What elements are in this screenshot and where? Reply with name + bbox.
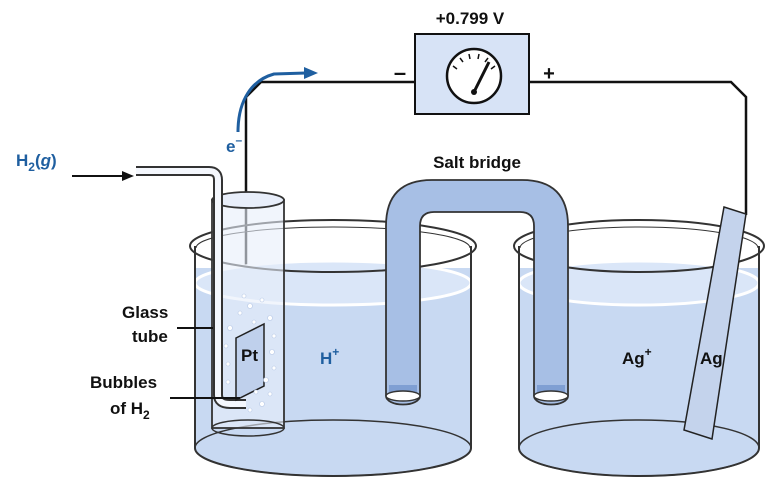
hydrogen-bubbles [223,293,277,413]
platinum-electrode [235,322,265,402]
salt-bridge [385,179,569,406]
electron-flow-arrowhead [304,67,318,79]
voltmeter-plus-terminal: + [543,63,555,85]
gas-inflow-arrowhead [122,171,134,181]
silver-electrode-label: Ag [700,349,723,368]
electron-flow-arrow [236,71,307,133]
hydrogen-gas-label: H2(g) [16,151,57,174]
voltmeter [414,33,530,115]
glass-tube-label-line1: Glass [122,303,168,322]
voltmeter-minus-terminal: – [394,60,406,85]
gauge-ticks [452,53,496,70]
silver-ion-label: Ag+ [622,345,652,368]
hydrogen-ion-label: H+ [320,345,339,368]
voltmeter-reading: +0.799 V [436,9,505,28]
salt-bridge-label: Salt bridge [433,153,521,172]
platinum-label: Pt [241,346,258,365]
external-wire-right [529,80,748,215]
bubbles-label-line1: Bubbles [90,373,157,392]
bubbles-label-line2: of H2 [110,399,150,422]
silver-electrode [683,206,747,440]
electron-label: e– [226,133,242,156]
gauge-needle [472,61,491,93]
glass-tube-label-line2: tube [132,327,168,346]
